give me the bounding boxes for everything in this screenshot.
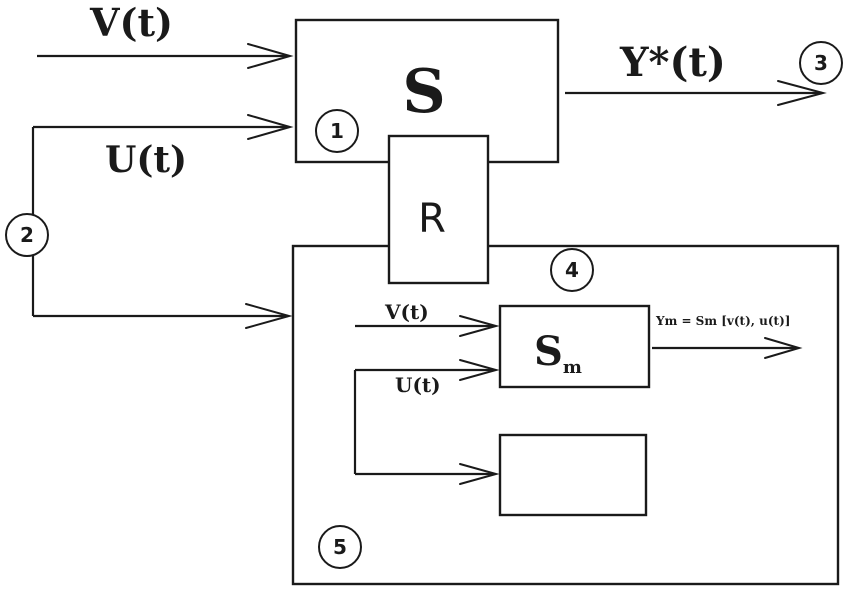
model-container-box <box>291 244 840 586</box>
model-output-arrowhead <box>764 337 803 359</box>
inner-input-u-arrowhead <box>459 359 500 381</box>
block-r-label: R <box>418 196 446 242</box>
block-r <box>387 134 490 285</box>
marker-5-label: 5 <box>333 535 347 559</box>
inner-input-v-arrowhead <box>459 315 500 337</box>
output-y-arrowhead <box>777 80 827 106</box>
input-v-label: V(t) <box>89 0 173 45</box>
marker-3-label: 3 <box>814 51 828 75</box>
marker-2-label: 2 <box>20 223 34 247</box>
model-block-sm <box>498 304 651 389</box>
marker-1-circle <box>315 109 359 153</box>
branch-to-model-arrowhead <box>245 303 293 329</box>
inner-input-v-label: V(t) <box>384 300 429 324</box>
inner-input-u-label: U(t) <box>395 373 441 397</box>
marker-5-circle <box>318 525 362 569</box>
marker-4-circle <box>550 248 594 292</box>
input-u-arrowhead <box>247 114 294 140</box>
input-u-label: U(t) <box>105 139 187 181</box>
output-y-label: Y*(t) <box>619 39 726 86</box>
model-block-sm-label: Sm <box>534 328 582 378</box>
marker-2-circle <box>5 213 49 257</box>
marker-1-label: 1 <box>330 119 344 143</box>
system-block-s-label: S <box>402 57 445 127</box>
model-block-empty <box>498 433 648 517</box>
marker-3-circle <box>799 41 843 85</box>
inner-branch-arrowhead <box>459 463 500 485</box>
model-output-formula: Ym = Sm [v(t), u(t)] <box>655 314 790 328</box>
input-v-arrowhead <box>247 43 294 69</box>
marker-4-label: 4 <box>565 258 579 282</box>
